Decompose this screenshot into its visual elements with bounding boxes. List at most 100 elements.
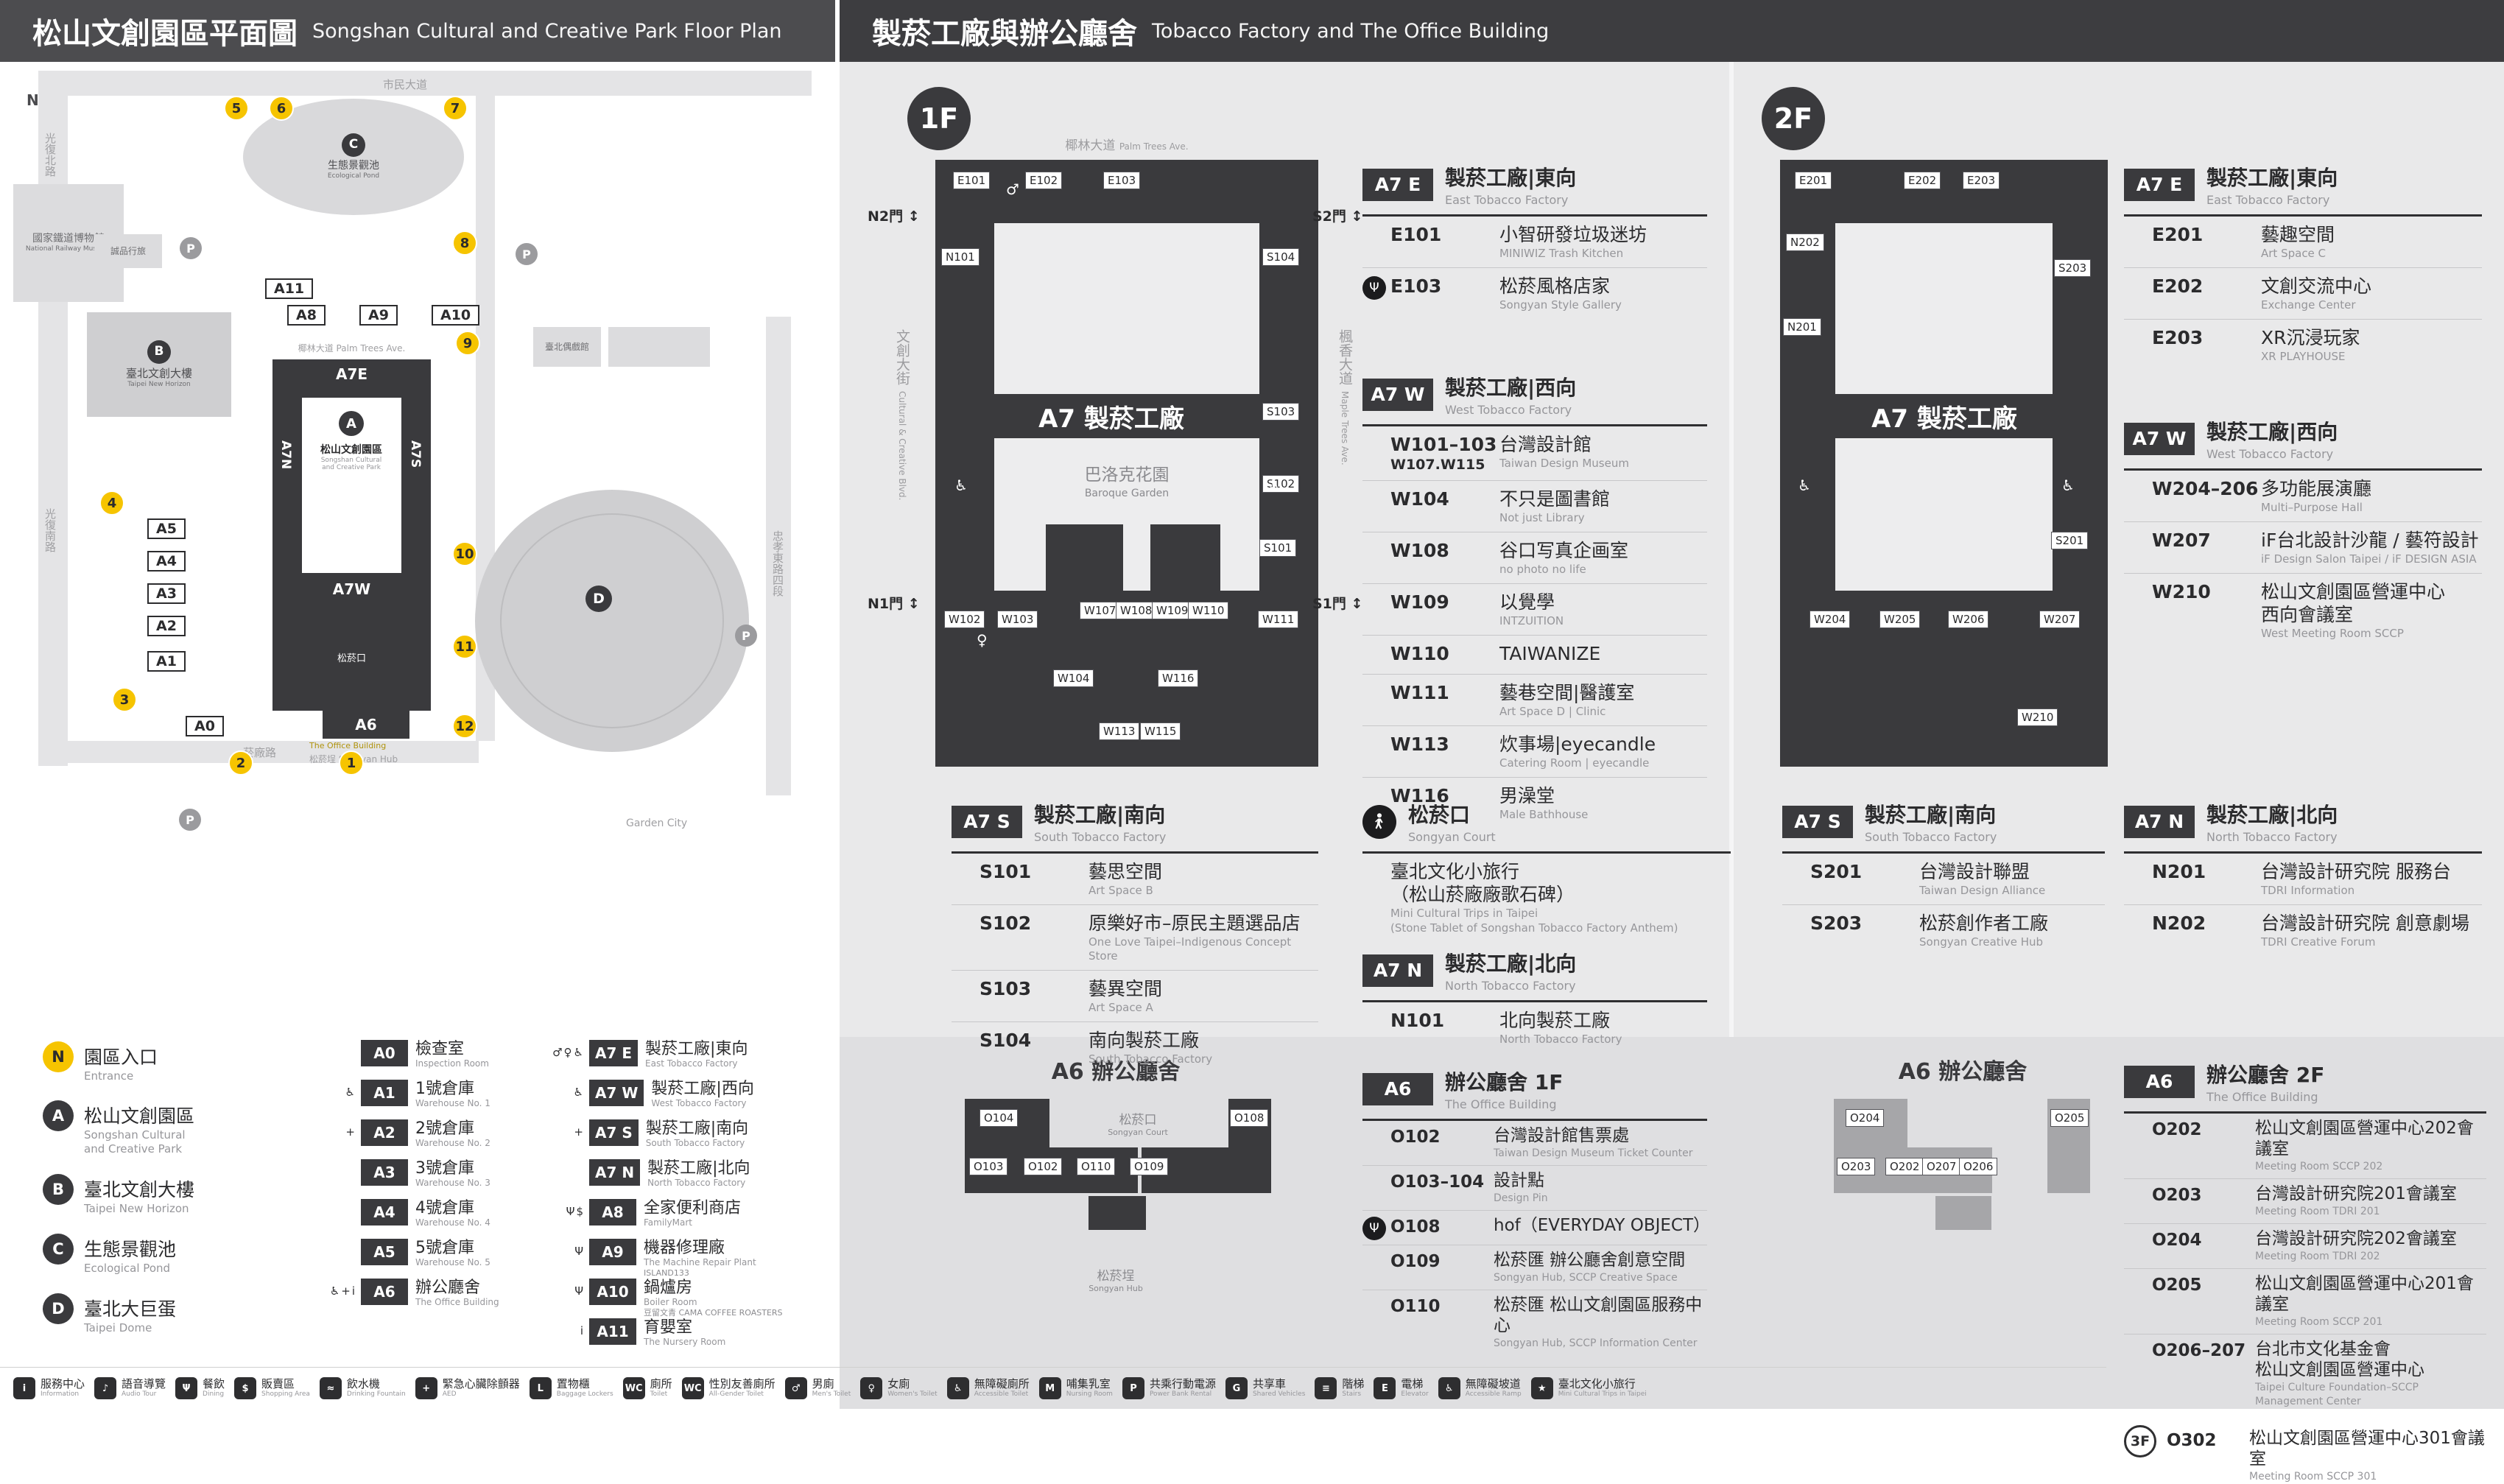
section-badge: A7 S xyxy=(1782,805,1853,838)
room-name-en: Multi–Purpose Hall xyxy=(2261,501,2363,514)
room-name-zh: 谷口写真企画室 xyxy=(1499,540,1629,561)
street-label-guangfu-n: 光復北路 xyxy=(43,133,57,177)
room-name-en: Art Space C xyxy=(2261,247,2327,260)
strip-label-zh: 緊急心臟除顫器 xyxy=(442,1377,520,1390)
strip-label-en: Dining xyxy=(203,1390,225,1398)
legend-entrance-en: Entrance xyxy=(84,1069,134,1083)
room-code: W113 xyxy=(1390,734,1449,755)
room-amenity-icon xyxy=(2124,1185,2148,1209)
room-code: S203 xyxy=(1810,912,1863,934)
strip-icon: i xyxy=(13,1377,35,1399)
legend-en: Warehouse No. 4 xyxy=(415,1217,490,1228)
room-code: W111 xyxy=(1390,682,1449,703)
section-title-en: South Tobacco Factory xyxy=(1034,830,1167,844)
legend-en: The Nursery Room xyxy=(644,1337,726,1347)
legend-entrance: N 園區入口 Entrance xyxy=(43,1041,158,1083)
room-name-en: North Tobacco Factory xyxy=(1499,1033,1622,1046)
legend-en: Warehouse No. 2 xyxy=(415,1138,490,1148)
room-name-zh: hof（EVERYDAY OBJECT） xyxy=(1494,1216,1711,1235)
room-amenity-icon xyxy=(1362,1127,1386,1150)
c-label-zh: 生態景觀池 xyxy=(328,159,379,172)
songyan-court-label: 松菸口 Songyan Court xyxy=(1053,1109,1223,1137)
point-badge: A xyxy=(43,1100,74,1131)
section-songyan-court: 松菸口 Songyan Court 臺北文化小旅行（松山菸廠廠歌石碑）Mini … xyxy=(1362,799,1731,942)
floor-3f-badge: 3F xyxy=(2124,1425,2156,1457)
room-code: O206–207 xyxy=(2152,1341,2246,1360)
room-name-zh: 松山文創園區營運中心 xyxy=(2261,581,2446,602)
room-code: O110 xyxy=(1390,1297,1441,1316)
palm-zh: 椰林大道 xyxy=(1065,138,1116,153)
room-name-en: Design Pin xyxy=(1494,1192,1548,1204)
room-code: S201 xyxy=(1810,861,1863,882)
room-name-en: TDRI Information xyxy=(2261,884,2355,897)
section-badge: A7 W xyxy=(2124,422,2195,455)
legend-strip-item: ♿ 無障礙坡道 Accessible Ramp xyxy=(1438,1377,1522,1399)
strip-label-zh: 臺北文化小旅行 xyxy=(1558,1377,1636,1390)
room-name-zh: 松菸匯 辦公廳舍創意空間 xyxy=(1494,1251,1686,1270)
room-code: S104 xyxy=(980,1030,1032,1051)
legend-entrance-zh: 園區入口 xyxy=(84,1047,158,1068)
legend-zh: 製菸工廠|西向 xyxy=(651,1080,754,1098)
entrance-number-badge: 8 xyxy=(452,231,477,256)
room-amenity-icon xyxy=(952,913,975,937)
street-label-west: 文創大街Cultural & Creative Blvd. xyxy=(893,329,912,500)
section-title-zh: 製菸工廠|北向 xyxy=(1445,952,1577,976)
strip-icon: WC xyxy=(681,1377,704,1399)
street-label-civic: 市民大道 xyxy=(383,78,428,91)
plan-room-tag: W111 xyxy=(1258,611,1299,628)
building-code-badge: A4 xyxy=(361,1199,408,1225)
entrance-number-badge: 2 xyxy=(228,750,253,776)
legend-strip-item: ★ 臺北文化小旅行 Mini Cultural Trips in Taipei xyxy=(1530,1377,1647,1399)
room-amenity-icon xyxy=(2124,328,2148,351)
section-title-zh: 製菸工廠|北向 xyxy=(2206,803,2338,827)
palm-ave-zh: 椰林大道 xyxy=(298,343,334,354)
a6-block xyxy=(1935,1196,1991,1230)
room-name-zh: 南向製菸工廠 xyxy=(1089,1030,1200,1051)
strip-label-en: Information xyxy=(41,1390,80,1398)
plan-room-tag: O203 xyxy=(1837,1158,1876,1175)
point-badge: C xyxy=(43,1234,74,1265)
plan-room-tag: E203 xyxy=(1963,172,2000,189)
room-name-zh: 以覺學 xyxy=(1499,591,1555,613)
section-title-zh: 辦公廳舍 2F xyxy=(2206,1063,2325,1087)
strip-label-zh: 哺集乳室 xyxy=(1066,1377,1111,1390)
strip-label-zh: 飲水機 xyxy=(346,1377,380,1390)
legend-row: ♿ A1 1號倉庫 Warehouse No. 1 xyxy=(318,1080,499,1119)
map-building-tag: A2 xyxy=(147,616,186,636)
east-street-zh: 楓香大道 xyxy=(1337,329,1353,385)
room-name-zh: 不只是圖書館 xyxy=(1499,488,1611,510)
amenity-icons: + xyxy=(574,1125,585,1139)
legend-en: FamilyMart xyxy=(644,1217,692,1228)
plan-room-tag: W204 xyxy=(1810,611,1851,628)
room-name-zh-2: 松山文創園區營運中心 xyxy=(2255,1360,2424,1379)
room-amenity-icon xyxy=(2124,862,2148,885)
walking-person-icon xyxy=(1362,804,1396,839)
updown-arrow-icon: ↕ xyxy=(1351,596,1363,612)
court-zh: 松菸口 xyxy=(1119,1113,1157,1128)
legend-point-row: D 臺北大巨蛋 Taipei Dome xyxy=(43,1293,194,1335)
room-code: N101 xyxy=(1390,1010,1445,1031)
right-title-zh: 製菸工廠與辦公廳舍 xyxy=(872,17,1137,51)
entrance-number-badge: 3 xyxy=(112,687,137,712)
room-name-zh: 台灣設計研究院201會議室 xyxy=(2255,1184,2457,1203)
room-name-en: no photo no life xyxy=(1499,563,1586,576)
street-east xyxy=(766,317,791,795)
mall-block xyxy=(608,327,710,367)
plan-room-tag: W205 xyxy=(1879,611,1921,628)
map-court-label: 松菸口 xyxy=(337,653,366,664)
legend-zh: 製菸工廠|南向 xyxy=(645,1119,749,1138)
section-badge: A7 S xyxy=(952,805,1022,838)
legend-strip-item: G 共享車 Shared Vehicles xyxy=(1225,1377,1305,1399)
legend-strip-item: ≈ 飲水機 Drinking Fountain xyxy=(319,1377,406,1399)
park-name-block: 松山文創園區 Songshan Cultural and Creative Pa… xyxy=(303,442,399,471)
legend-row: ♿ A7 W 製菸工廠|西向 West Tobacco Factory xyxy=(546,1080,783,1119)
legend-zh: 全家便利商店 xyxy=(644,1199,742,1217)
park-name-en2: and Creative Park xyxy=(322,464,381,471)
room-name-en-2: (Stone Tablet of Songshan Tobacco Factor… xyxy=(1390,921,1678,935)
point-en: Ecological Pond xyxy=(84,1262,171,1275)
legend-zh: 鍋爐房 xyxy=(644,1279,693,1297)
